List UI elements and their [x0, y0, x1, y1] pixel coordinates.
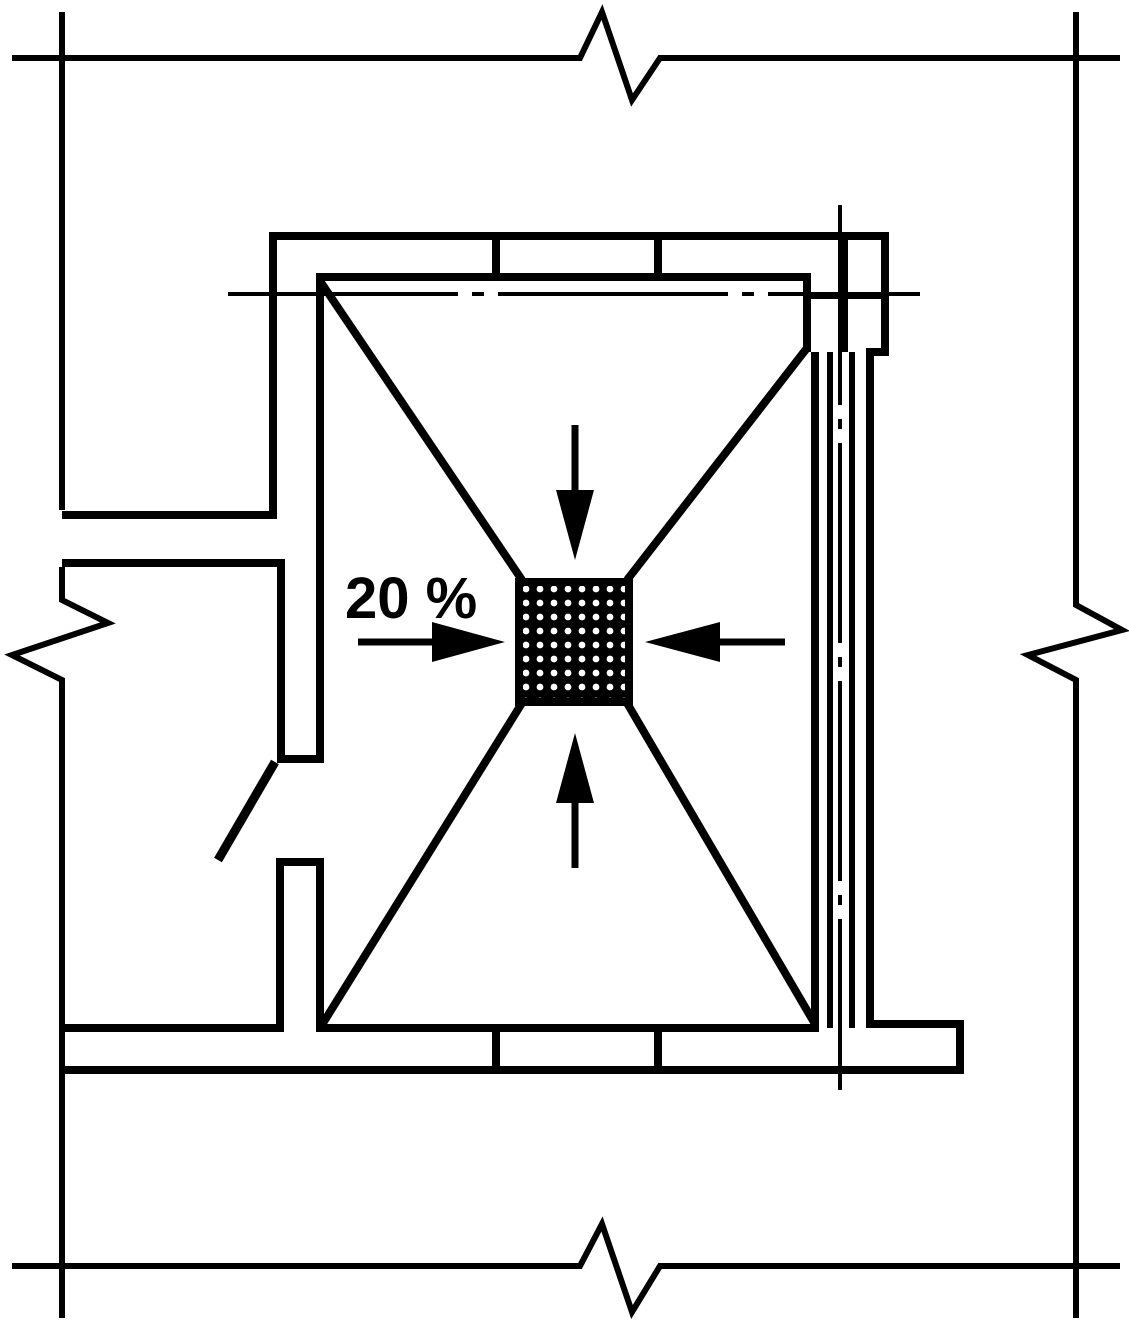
right-boundary-line	[1019, 12, 1129, 1318]
door-leaf	[214, 759, 279, 863]
left-boundary-line	[4, 12, 116, 1318]
floor-drain-grate	[515, 578, 633, 706]
top-wall-joints	[492, 236, 662, 277]
slope-percentage-label: 20 %	[345, 566, 477, 631]
left-partition-wall-lower	[62, 352, 819, 1032]
top-boundary-line	[12, 4, 1120, 107]
bottom-wall-joints	[492, 1028, 662, 1070]
flow-arrow-top	[556, 425, 594, 560]
flow-arrow-left	[358, 622, 505, 662]
tray-fall-lines	[316, 278, 819, 1031]
bottom-boundary-line	[12, 1216, 1120, 1320]
glass-screen	[827, 352, 855, 1028]
flow-arrow-right	[645, 622, 785, 662]
flow-arrows	[358, 425, 785, 868]
flow-arrow-bottom	[556, 733, 594, 868]
left-partition-wall-upper	[62, 232, 964, 1074]
